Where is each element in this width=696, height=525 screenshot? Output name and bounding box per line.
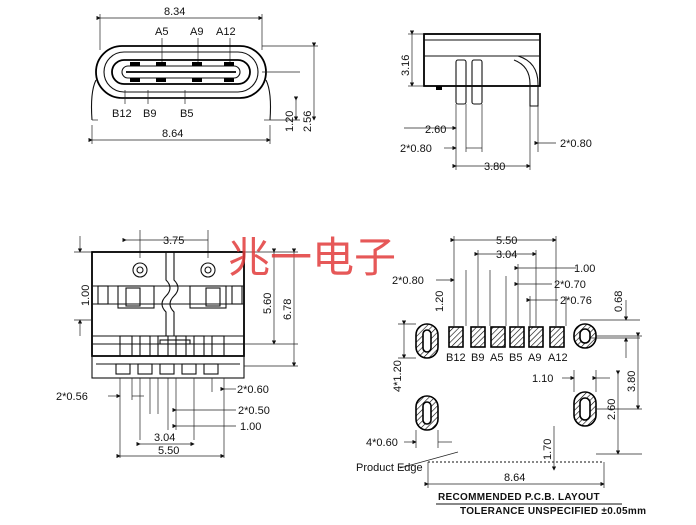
- dim-h-120: 1.20: [284, 111, 296, 132]
- pcb-tolerance: TOLERANCE UNSPECIFIED ±0.05mm: [460, 506, 646, 517]
- pcb-dim-864: 8.64: [504, 472, 525, 484]
- pcb-dim-120: 1.20: [434, 291, 446, 312]
- dim-pad-right: 2*0.60: [237, 384, 269, 396]
- pcb-pad-label-b9: B9: [471, 352, 484, 364]
- pcb-pad-label-b12: B12: [446, 352, 466, 364]
- dim-bottom-width: 8.64: [162, 128, 183, 140]
- contacts-top: [130, 62, 234, 82]
- pcb-dim-110: 1.10: [532, 373, 553, 385]
- pin-label-b9: B9: [143, 108, 156, 120]
- dim-span-304: 3.04: [154, 432, 175, 444]
- pcb-title: RECOMMENDED P.C.B. LAYOUT: [438, 492, 600, 503]
- side-view: 3.16 2.60 2*0.80 2*0.80 3.80: [400, 30, 592, 173]
- dim-h-256: 2.56: [302, 111, 314, 132]
- pin-label-a12: A12: [216, 26, 236, 38]
- pcb-dim-076: 2*0.76: [560, 295, 592, 307]
- pcb-dim-170: 1.70: [542, 439, 554, 460]
- dim-pad-mid: 2*0.50: [238, 405, 270, 417]
- pcb-pad-label-a9: A9: [528, 352, 541, 364]
- dim-bottom-mid: 5.60: [262, 293, 274, 314]
- pcb-dim-068: 0.68: [613, 291, 625, 312]
- pin-label-a5: A5: [155, 26, 168, 38]
- dim-pitch-100: 1.00: [240, 421, 261, 433]
- pcb-product-edge: Product Edge: [356, 462, 423, 474]
- bottom-view: 3.75: [56, 230, 298, 459]
- pcb-dim-260: 2.60: [606, 399, 618, 420]
- pcb-layout: 5.50 3.04 1.00 2*0.80 2*0.70 2*0.76 1.20…: [356, 235, 646, 517]
- dim-bottom-left: 1.00: [80, 285, 92, 306]
- pcb-dim-080: 2*0.80: [392, 275, 424, 287]
- pcb-dim-slot-width: 4*0.60: [366, 437, 398, 449]
- top-view: 8.34 A5 A9 A12: [88, 6, 318, 144]
- pin-label-b5: B5: [180, 108, 193, 120]
- pcb-dim-slot-left: 4*1.20: [392, 360, 404, 392]
- pcb-dim-380: 3.80: [626, 371, 638, 392]
- pcb-dim-070: 2*0.70: [554, 279, 586, 291]
- pin-label-a9: A9: [190, 26, 203, 38]
- dim-span-550: 5.50: [158, 445, 179, 457]
- dim-bottom-right: 6.78: [282, 299, 294, 320]
- dim-side-leg-right: 2*0.80: [560, 138, 592, 150]
- pin-label-b12: B12: [112, 108, 132, 120]
- dim-pad-left: 2*0.56: [56, 391, 88, 403]
- dim-side-leg-left: 2*0.80: [400, 143, 432, 155]
- dim-side-height: 3.16: [400, 55, 412, 76]
- dim-side-span: 3.80: [484, 161, 505, 173]
- pcb-dim-550: 5.50: [496, 235, 517, 247]
- pcb-pad-label-a12: A12: [548, 352, 568, 364]
- dim-side-pitch: 2.60: [425, 124, 446, 136]
- pcb-dim-304: 3.04: [496, 249, 517, 261]
- pcb-dim-100: 1.00: [574, 263, 595, 275]
- pcb-signal-pads: [448, 326, 565, 348]
- pcb-pad-label-a5: A5: [490, 352, 503, 364]
- pcb-slot-pads: [415, 323, 597, 431]
- bottom-pins: [119, 335, 225, 357]
- pcb-pad-label-b5: B5: [509, 352, 522, 364]
- watermark-text: 兆一电子: [228, 233, 396, 282]
- dim-top-width: 8.34: [164, 6, 185, 18]
- dim-bottom-top-span: 3.75: [163, 235, 184, 247]
